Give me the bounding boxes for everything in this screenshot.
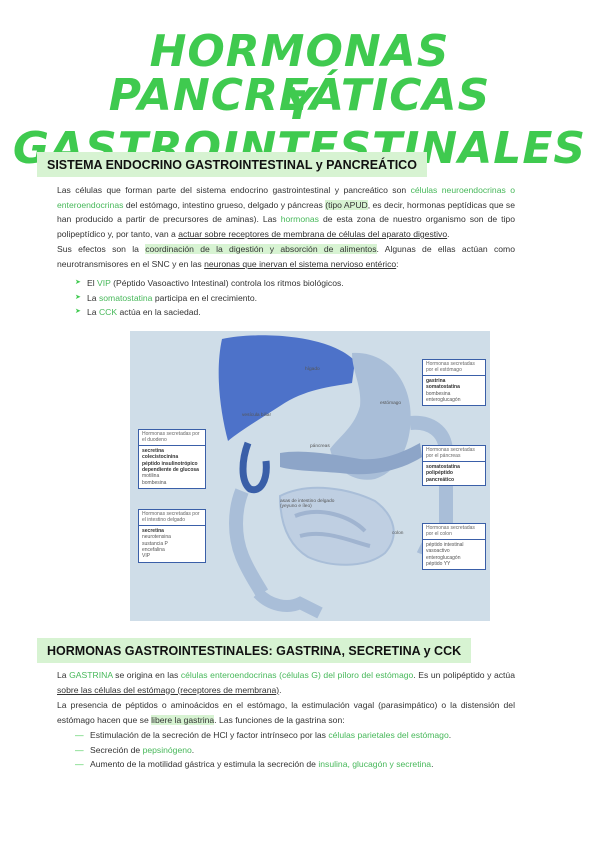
- box-header: Hormonas secretadas por el duodeno: [139, 430, 205, 446]
- list-item: Aumento de la motilidad gástrica y estim…: [75, 757, 451, 772]
- box-item: bombesina: [142, 479, 167, 486]
- box-item: péptido insulinotrópico dependiente de g…: [142, 460, 199, 474]
- hormone-bullet-list: El VIP (Péptido Vasoactivo Intestinal) c…: [75, 276, 344, 320]
- rectum-shape: [253, 588, 323, 619]
- page-title-line1: HORMONAS PANCREÁTICAS: [108, 26, 491, 121]
- label-pancreas: páncreas: [310, 444, 330, 449]
- hormone-box-stomach: Hormonas secretadas por el estómago gast…: [422, 359, 486, 407]
- section-heading-endocrino: SISTEMA ENDOCRINO GASTROINTESTINAL y PAN…: [37, 152, 427, 177]
- box-item: encefalina: [142, 547, 165, 554]
- box-header: Hormonas secretadas por el páncreas: [423, 446, 485, 462]
- box-item: colecistocinina: [142, 454, 179, 461]
- box-item: gastrina: [426, 377, 446, 384]
- duodenum-shape: [239, 441, 270, 494]
- box-item: enteroglucagón: [426, 554, 461, 561]
- box-item: VIP: [142, 553, 151, 560]
- box-item: neurotensina: [142, 534, 171, 541]
- box-item: enteroglucagón: [426, 397, 461, 404]
- list-item: Secreción de pepsinógeno.: [75, 743, 451, 758]
- label-colon: colon: [392, 531, 404, 536]
- box-header: Hormonas secretadas por el colon: [423, 524, 485, 540]
- box-item: péptido YY: [426, 561, 451, 568]
- hormone-box-colon: Hormonas secretadas por el colon péptido…: [422, 523, 486, 571]
- pancreas-shape: [280, 443, 422, 475]
- paragraph-effects: Sus efectos son la coordinación de la di…: [57, 244, 515, 269]
- label-gallbladder: vesícula biliar: [242, 413, 272, 418]
- box-item: motilina: [142, 473, 160, 480]
- paragraph-gastrina: La GASTRINA se origina en las células en…: [57, 670, 515, 695]
- list-item: La CCK actúa en la saciedad.: [75, 305, 344, 320]
- hormone-box-duodenum: Hormonas secretadas por el duodeno secre…: [138, 429, 206, 490]
- intestine-loops: [294, 510, 371, 548]
- box-item: bombesina: [426, 390, 451, 397]
- paragraph-release: La presencia de péptidos o aminoácidos e…: [57, 700, 515, 725]
- label-liver: hígado: [305, 367, 320, 372]
- box-header: Hormonas secretadas por el intestino del…: [139, 510, 205, 526]
- gastrina-functions-list: Estimulación de la secreción de HCl y fa…: [75, 728, 451, 772]
- hormone-box-small-intestine: Hormonas secretadas por el intestino del…: [138, 509, 206, 563]
- box-item: secretina: [142, 447, 164, 454]
- box-item: sustancia P: [142, 540, 168, 547]
- liver-shape: [218, 335, 355, 441]
- label-small-intestine: asas de intestino delgado (yeyuno e íleo…: [280, 499, 335, 509]
- box-header: Hormonas secretadas por el estómago: [423, 360, 485, 376]
- box-item: somatostatina: [426, 384, 460, 391]
- section-heading-gastrina: HORMONAS GASTROINTESTINALES: GASTRINA, S…: [37, 638, 472, 663]
- label-stomach: estómago: [380, 401, 402, 406]
- hormone-box-pancreas: Hormonas secretadas por el páncreas soma…: [422, 445, 486, 487]
- box-item: polipéptido pancreático: [426, 470, 455, 483]
- box-item: somatostatina: [426, 463, 460, 470]
- colon-left: [229, 488, 269, 597]
- digestive-system-figure: hígado vesícula biliar estómago páncreas…: [130, 331, 490, 621]
- list-item: Estimulación de la secreción de HCl y fa…: [75, 728, 451, 743]
- box-item: péptido intestinal vasoactivo: [426, 541, 464, 555]
- box-item: secretina: [142, 527, 164, 534]
- paragraph-cells: Las células que forman parte del sistema…: [57, 185, 515, 239]
- list-item: El VIP (Péptido Vasoactivo Intestinal) c…: [75, 276, 344, 291]
- stomach-shape: [330, 352, 411, 480]
- list-item: La somatostatina participa en el crecimi…: [75, 291, 344, 306]
